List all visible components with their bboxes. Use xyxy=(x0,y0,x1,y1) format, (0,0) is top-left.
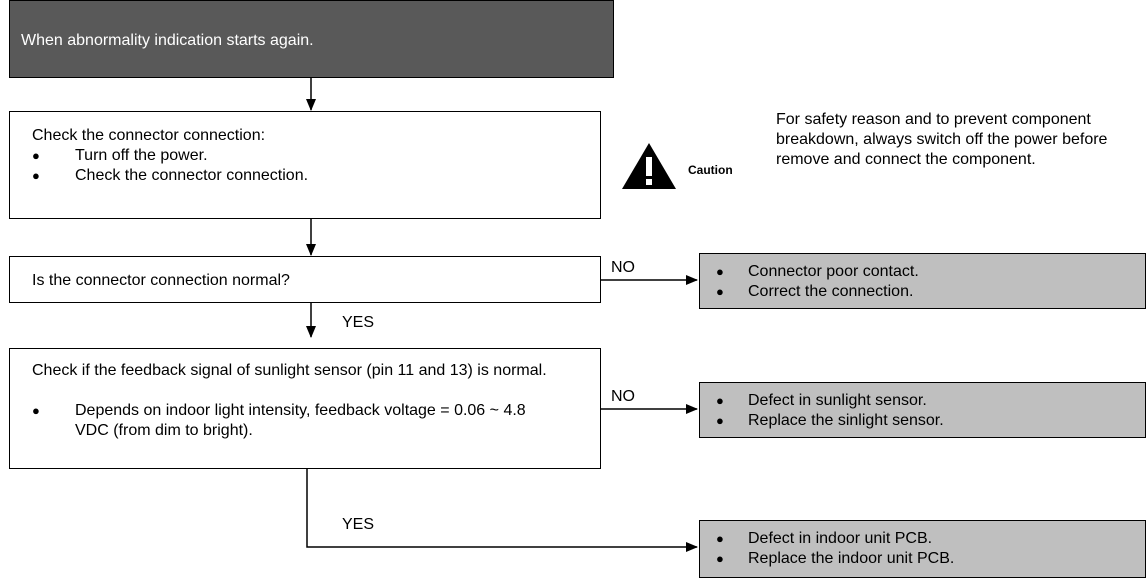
bullet-icon: ● xyxy=(716,413,724,428)
bullet-icon: ● xyxy=(32,168,40,183)
decision2-bullet: ●Depends on indoor light intensity, feed… xyxy=(32,402,526,439)
caution-label: Caution xyxy=(688,163,733,177)
bullet-icon: ● xyxy=(716,393,724,408)
decision1-no-result-list: ●Connector poor contact. ●Correct the co… xyxy=(716,262,919,302)
step1-bullet: ●Check the connector connection. xyxy=(32,167,309,184)
decision2-box: Check if the feedback signal of sunlight… xyxy=(9,348,601,469)
bullet-icon: ● xyxy=(716,531,724,546)
bullet-icon: ● xyxy=(716,264,724,279)
step1-list: ●Turn off the power. ●Check the connecto… xyxy=(32,146,308,186)
decision2-yes-result-box: ●Defect in indoor unit PCB. ●Replace the… xyxy=(699,520,1146,578)
decision1-no-result-box: ●Connector poor contact. ●Correct the co… xyxy=(699,253,1146,309)
bullet-icon: ● xyxy=(716,551,724,566)
step1-title: Check the connector connection: xyxy=(32,127,266,144)
decision1-no-label: NO xyxy=(611,259,635,276)
decision2-text: Check if the feedback signal of sunlight… xyxy=(32,362,547,379)
decision2-no-result-box: ●Defect in sunlight sensor. ●Replace the… xyxy=(699,382,1146,438)
step1-box: Check the connector connection: ●Turn of… xyxy=(9,111,601,219)
decision2-yes-label: YES xyxy=(342,516,375,533)
result-bullet: ●Replace the sinlight sensor. xyxy=(716,412,944,429)
result-bullet: ●Correct the connection. xyxy=(716,283,914,300)
decision2-no-result-list: ●Defect in sunlight sensor. ●Replace the… xyxy=(716,391,944,431)
bullet-icon: ● xyxy=(32,403,40,418)
start-text: When abnormality indication starts again… xyxy=(21,32,314,49)
bullet-icon: ● xyxy=(32,148,40,163)
decision1-question: Is the connector connection normal? xyxy=(32,272,290,289)
result-bullet: ●Defect in indoor unit PCB. xyxy=(716,530,933,547)
decision1-box: Is the connector connection normal? xyxy=(9,256,601,303)
result-bullet: ●Connector poor contact. xyxy=(716,263,919,280)
step1-bullet: ●Turn off the power. xyxy=(32,147,208,164)
decision1-yes-label: YES xyxy=(342,314,375,331)
result-bullet: ●Defect in sunlight sensor. xyxy=(716,392,927,409)
caution-warning-icon xyxy=(622,143,676,189)
caution-text: For safety reason and to prevent compone… xyxy=(776,111,1108,168)
start-box: When abnormality indication starts again… xyxy=(9,0,614,78)
result-bullet: ●Replace the indoor unit PCB. xyxy=(716,550,955,567)
arrow-decision2-yes xyxy=(306,469,698,552)
bullet-icon: ● xyxy=(716,284,724,299)
decision2-yes-result-list: ●Defect in indoor unit PCB. ●Replace the… xyxy=(716,529,954,569)
decision2-no-label: NO xyxy=(611,388,635,405)
decision2-list: ●Depends on indoor light intensity, feed… xyxy=(32,401,592,441)
